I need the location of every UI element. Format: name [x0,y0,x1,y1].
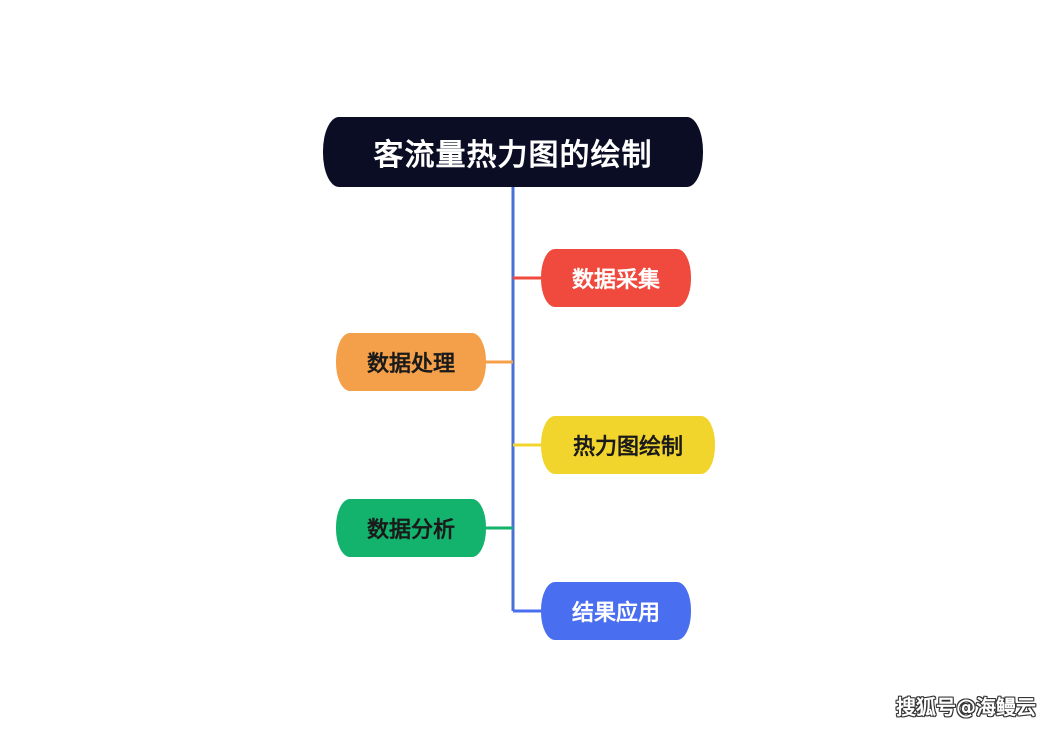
source-watermark: 搜狐号@海鳗云 [896,695,1036,719]
root-topic[interactable]: 客流量热力图的绘制 [323,117,703,187]
root-topic-label: 客流量热力图的绘制 [373,138,653,173]
topic-data-processing[interactable]: 数据处理 [336,333,486,391]
topic-data-analysis[interactable]: 数据分析 [336,499,486,557]
topic-result-application[interactable]: 结果应用 [541,582,691,640]
topic-data-collection-label: 数据采集 [571,268,660,293]
topic-result-application-label: 结果应用 [571,601,660,626]
topic-data-analysis-label: 数据分析 [366,518,455,543]
topic-heatmap-drawing-label: 热力图绘制 [572,435,683,460]
topic-data-collection[interactable]: 数据采集 [541,249,691,307]
topic-heatmap-drawing[interactable]: 热力图绘制 [541,416,715,474]
topic-data-processing-label: 数据处理 [366,352,455,377]
